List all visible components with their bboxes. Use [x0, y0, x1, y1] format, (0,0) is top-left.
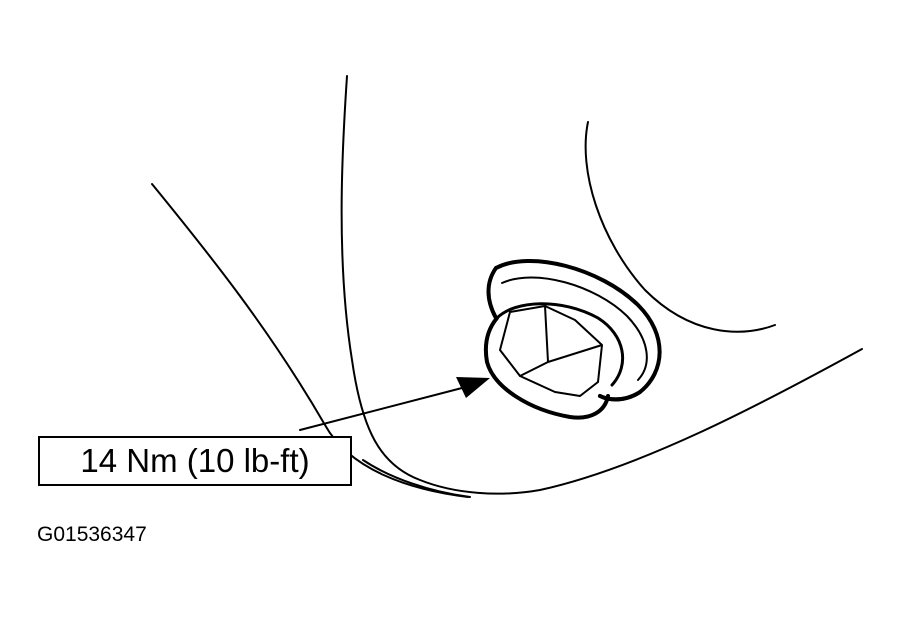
hex-facets: [499, 305, 603, 397]
callout-arrowhead: [456, 377, 490, 398]
plug-head-top: [495, 302, 625, 387]
recess-contour: [584, 121, 776, 333]
housing-inner-edge: [362, 459, 471, 498]
torque-spec-callout: 14 Nm (10 lb-ft): [38, 436, 352, 486]
housing-outer-edge: [151, 183, 469, 498]
plug-head: [483, 316, 610, 420]
housing-body-contour: [340, 75, 863, 495]
plug-washer-inner: [501, 276, 648, 381]
plug-washer: [494, 259, 662, 402]
figure-id: G01536347: [37, 523, 147, 546]
torque-spec-text: 14 Nm (10 lb-ft): [80, 442, 310, 479]
plug-shadow-edge: [598, 390, 642, 402]
callout-leader-line: [299, 387, 463, 431]
plug-washer-side: [486, 266, 498, 320]
